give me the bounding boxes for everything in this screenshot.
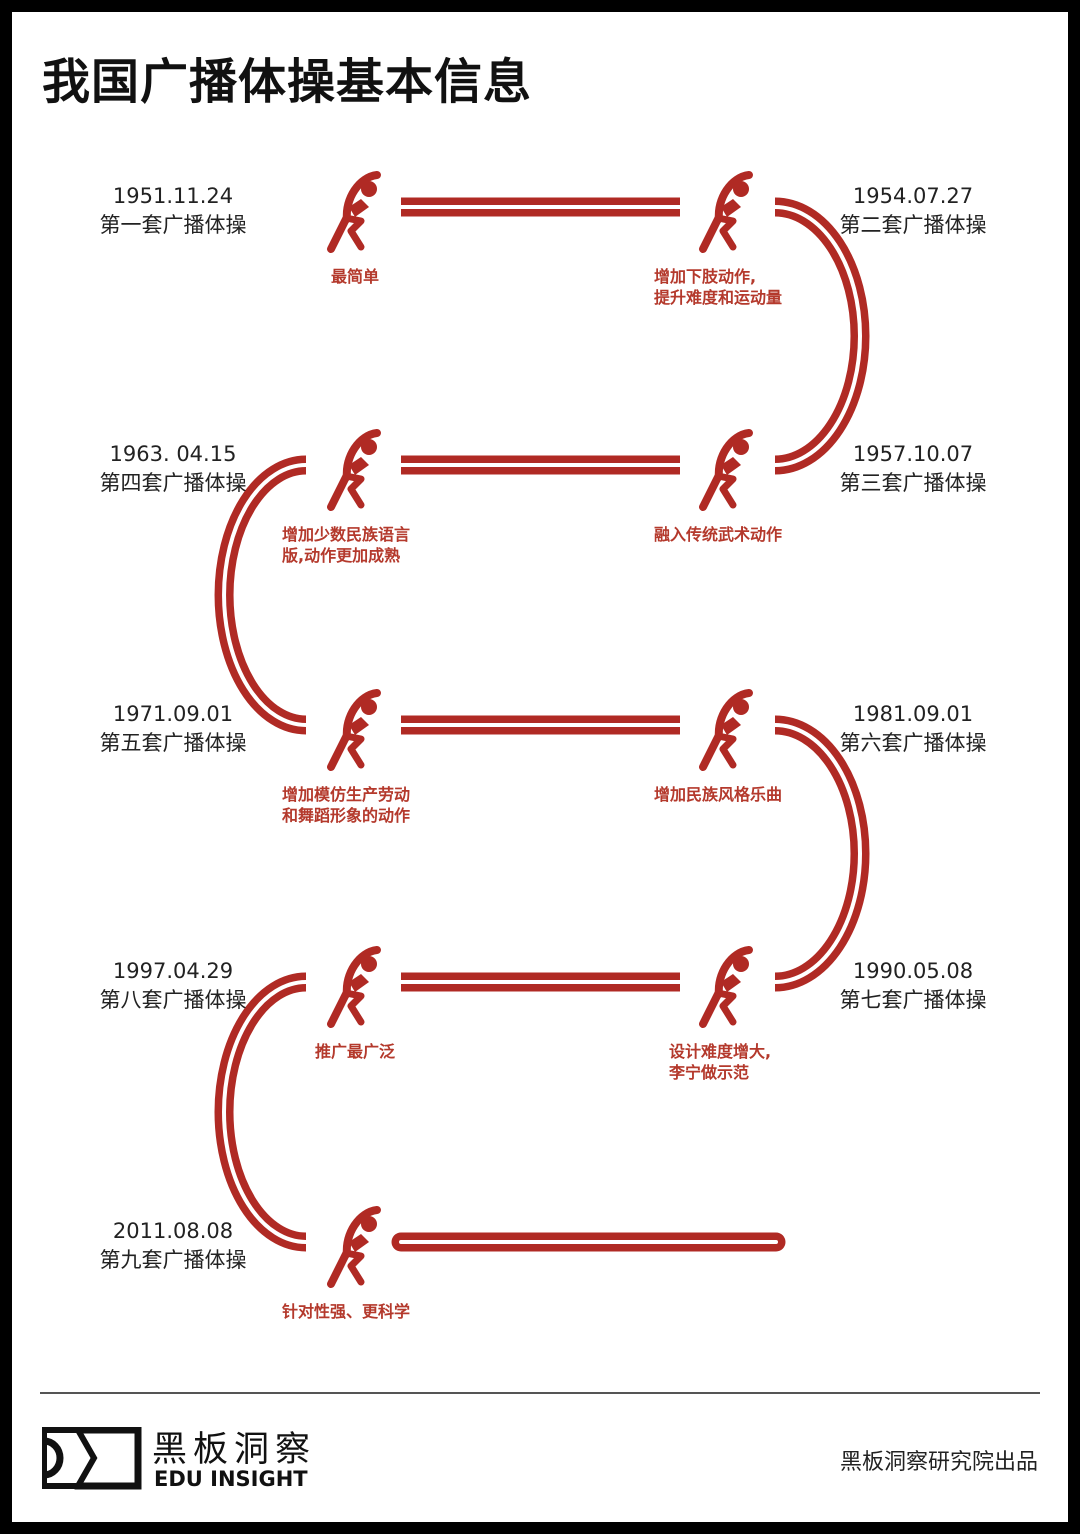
- description-line: 和舞蹈形象的动作: [282, 806, 411, 825]
- milestone-description: 增加民族风格乐曲: [654, 784, 782, 805]
- description-line: 融入传统武术动作: [654, 525, 783, 544]
- description-line: 李宁做示范: [669, 1063, 750, 1082]
- description-line: 针对性强、更科学: [282, 1302, 411, 1321]
- exercise-figure-icon: [703, 175, 749, 249]
- infographic-page: 我国广播体操基本信息 1951.11.24 第一套广播体操最简单 1954.07.2…: [12, 12, 1068, 1522]
- description-line: 增加少数民族语言: [282, 525, 411, 544]
- milestone-date-block: 1997.04.29 第八套广播体操: [73, 957, 273, 1015]
- milestone-description: 增加模仿生产劳动和舞蹈形象的动作: [282, 784, 410, 826]
- milestone-description: 针对性强、更科学: [282, 1301, 410, 1322]
- footer-divider: [40, 1392, 1040, 1394]
- track-curve-left: [214, 455, 307, 735]
- description-line: 推广最广泛: [315, 1042, 396, 1061]
- exercise-figure-icon: [703, 433, 749, 507]
- milestone-name: 第四套广播体操: [99, 471, 247, 495]
- milestone-date: 1997.04.29: [112, 959, 234, 983]
- milestone-name: 第五套广播体操: [99, 731, 247, 755]
- edu-insight-logo: 黑板洞察 EDU INSIGHT: [41, 1426, 310, 1495]
- milestone-name: 第八套广播体操: [99, 988, 247, 1012]
- milestone-date-block: 1957.10.07 第三套广播体操: [813, 440, 1013, 498]
- milestone-name: 第七套广播体操: [839, 988, 987, 1012]
- milestone-description: 推广最广泛: [315, 1041, 395, 1062]
- milestone-name: 第三套广播体操: [839, 471, 987, 495]
- milestone-date-block: 1963. 04.15 第四套广播体操: [73, 440, 273, 498]
- exercise-figure-icon: [331, 175, 377, 249]
- milestone-date-block: 1954.07.27 第二套广播体操: [813, 182, 1013, 240]
- track-curve-right: [774, 715, 870, 992]
- logo-eye-icon: [41, 1426, 142, 1490]
- milestone-date-block: 1990.05.08 第七套广播体操: [813, 957, 1013, 1015]
- logo-text-cn: 黑板洞察: [152, 1430, 317, 1470]
- description-line: 最简单: [331, 267, 380, 286]
- description-line: 提升难度和运动量: [654, 288, 783, 307]
- milestone-description: 增加少数民族语言版,动作更加成熟: [282, 524, 410, 566]
- exercise-figure-icon: [331, 1210, 377, 1284]
- milestone-date-block: 1981.09.01 第六套广播体操: [813, 700, 1013, 758]
- milestone-date: 1951.11.24: [112, 184, 234, 208]
- milestone-date: 2011.08.08: [112, 1219, 234, 1243]
- page-title: 我国广播体操基本信息: [42, 54, 533, 110]
- milestone-date: 1990.05.08: [852, 959, 974, 983]
- milestone-name: 第二套广播体操: [839, 213, 987, 237]
- exercise-figure-icon: [703, 693, 749, 767]
- milestone-date: 1981.09.01: [852, 702, 974, 726]
- milestone-date: 1954.07.27: [852, 184, 974, 208]
- exercise-figure-icon: [703, 950, 749, 1024]
- track-curve-right: [774, 197, 870, 475]
- track-curve-left: [214, 972, 307, 1252]
- milestone-date: 1957.10.07: [852, 442, 974, 466]
- milestone-date-block: 1951.11.24 第一套广播体操: [73, 182, 273, 240]
- milestone-date-block: 1971.09.01 第五套广播体操: [73, 700, 273, 758]
- milestone-description: 增加下肢动作, 提升难度和运动量: [654, 266, 782, 308]
- description-line: 增加下肢动作,: [654, 267, 757, 286]
- milestone-name: 第六套广播体操: [839, 731, 987, 755]
- milestone-date: 1971.09.01: [112, 702, 234, 726]
- description-line: 增加模仿生产劳动: [282, 785, 411, 804]
- milestone-description: 设计难度增大, 李宁做示范: [669, 1041, 771, 1083]
- milestone-name: 第一套广播体操: [99, 213, 247, 237]
- logo-text-en: EDU INSIGHT: [154, 1467, 308, 1491]
- exercise-figure-icon: [331, 950, 377, 1024]
- milestone-description: 最简单: [331, 266, 379, 287]
- description-line: 设计难度增大,: [669, 1042, 772, 1061]
- credit-text: 黑板洞察研究院出品: [839, 1450, 1038, 1475]
- milestone-date: 1963. 04.15: [109, 442, 237, 466]
- milestone-description: 融入传统武术动作: [654, 524, 782, 545]
- description-line: 增加民族风格乐曲: [654, 785, 783, 804]
- exercise-figure-icon: [331, 433, 377, 507]
- exercise-figure-icon: [331, 693, 377, 767]
- milestone-date-block: 2011.08.08 第九套广播体操: [73, 1217, 273, 1275]
- milestone-name: 第九套广播体操: [99, 1248, 247, 1272]
- description-line: 版,动作更加成熟: [282, 546, 401, 565]
